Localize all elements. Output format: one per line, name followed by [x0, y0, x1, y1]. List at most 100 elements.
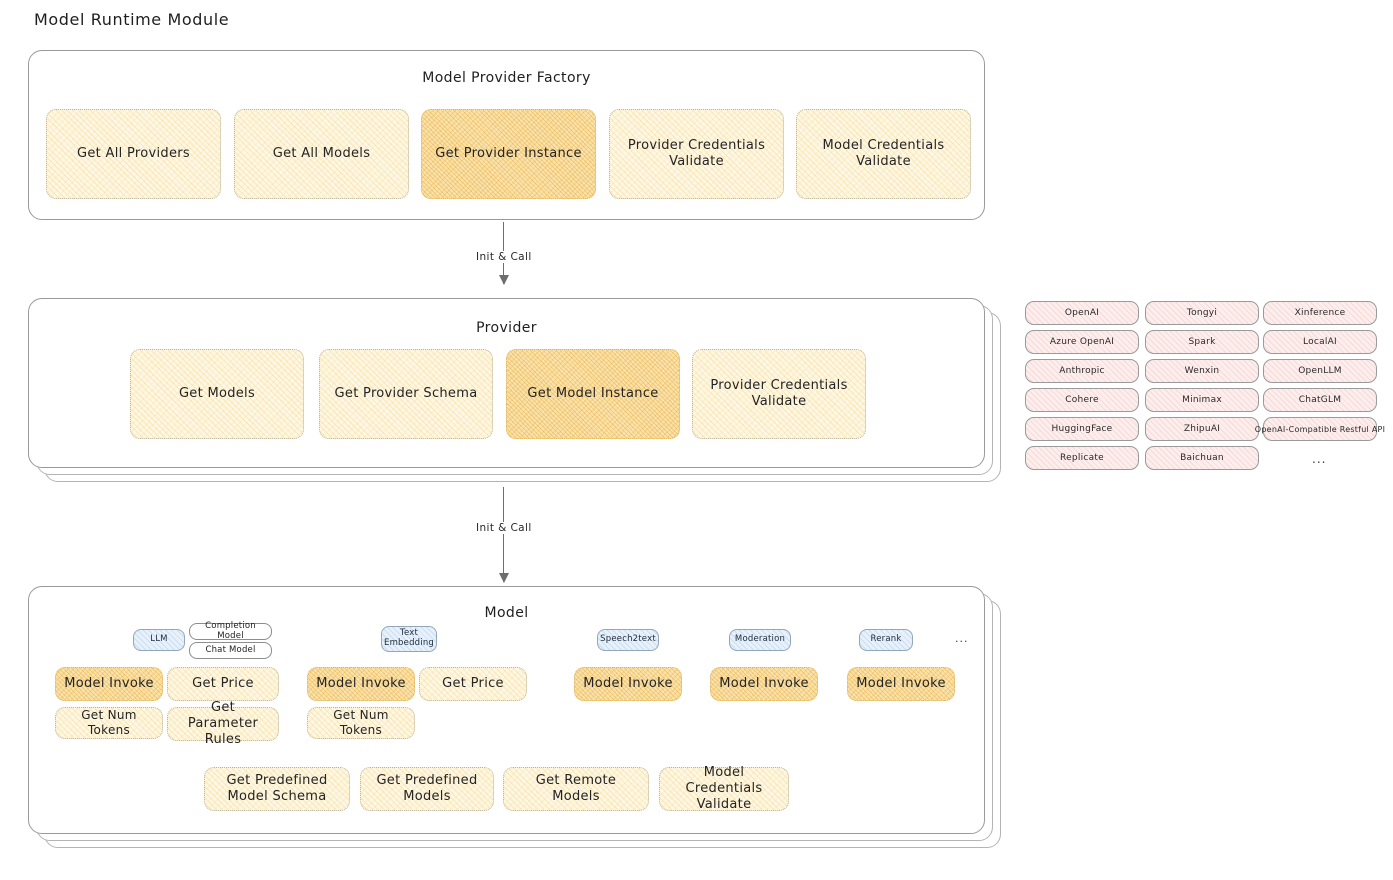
- model-type-ellipsis: ...: [955, 632, 969, 645]
- text-embedding-method-get-num-tokens[interactable]: Get Num Tokens: [307, 707, 415, 739]
- provider-tag-label: HuggingFace: [1051, 424, 1113, 434]
- provider-tag-label: Cohere: [1065, 395, 1099, 405]
- provider-method-label: Get Provider Schema: [334, 385, 478, 401]
- factory-method-label: Provider Credentials Validate: [627, 137, 766, 169]
- llm-method-get-price[interactable]: Get Price: [167, 667, 279, 701]
- model-common-method-label: Get Predefined Model Schema: [226, 772, 328, 804]
- provider-tag-localai[interactable]: LocalAI: [1263, 330, 1377, 354]
- provider-tag-label: Baichuan: [1180, 453, 1224, 463]
- provider-tag-minimax[interactable]: Minimax: [1145, 388, 1259, 412]
- provider-tag-label: Azure OpenAI: [1049, 337, 1115, 347]
- model-subtype-badge-label: Chat Model: [205, 644, 256, 655]
- provider-tag-label: Xinference: [1294, 308, 1346, 318]
- provider-card: Provider Get Models Get Provider Schema …: [28, 298, 985, 468]
- factory-method-get-all-providers[interactable]: Get All Providers: [46, 109, 221, 199]
- provider-tag-ellipsis: ...: [1312, 452, 1327, 466]
- factory-method-provider-credentials-validate[interactable]: Provider Credentials Validate: [609, 109, 784, 199]
- provider-tag-label: Minimax: [1182, 395, 1222, 405]
- provider-tag-label: LocalAI: [1303, 337, 1337, 347]
- model-common-method-get-predefined-models[interactable]: Get Predefined Models: [360, 767, 494, 811]
- provider-tag-label: ZhipuAI: [1183, 424, 1221, 434]
- provider-tag-label: Spark: [1188, 337, 1216, 347]
- model-provider-factory-card: Model Provider Factory Get All Providers…: [28, 50, 985, 220]
- model-common-method-label: Get Remote Models: [535, 772, 617, 804]
- model-subtype-badge-completion-model[interactable]: Completion Model: [189, 620, 272, 641]
- provider-tag-cohere[interactable]: Cohere: [1025, 388, 1139, 412]
- factory-method-label: Model Credentials Validate: [822, 137, 945, 169]
- moderation-method-label: Model Invoke: [719, 675, 809, 691]
- provider-method-label: Get Model Instance: [527, 385, 659, 401]
- model-common-method-model-credentials-validate[interactable]: Model Credentials Validate: [659, 765, 789, 812]
- factory-title: Model Provider Factory: [422, 70, 591, 86]
- model-type-badge-speech2text[interactable]: Speech2text: [597, 629, 659, 651]
- model-type-badge-label: Moderation: [734, 634, 786, 645]
- provider-tag-huggingface[interactable]: HuggingFace: [1025, 417, 1139, 441]
- model-subtype-badge-label: Completion Model: [205, 620, 256, 641]
- provider-tag-label: OpenLLM: [1298, 366, 1342, 376]
- factory-method-label: Get Provider Instance: [435, 145, 582, 161]
- provider-tag-label: OpenAI-Compatible Restful API: [1254, 424, 1386, 434]
- model-subtype-badge-chat-model[interactable]: Chat Model: [189, 642, 272, 659]
- factory-method-label: Get All Providers: [77, 145, 190, 161]
- speech2text-method-label: Model Invoke: [583, 675, 673, 691]
- model-type-badge-label: Text Embedding: [384, 628, 435, 648]
- provider-method-get-models[interactable]: Get Models: [130, 349, 304, 439]
- text-embedding-method-label: Model Invoke: [316, 675, 406, 691]
- provider-tag-baichuan[interactable]: Baichuan: [1145, 446, 1259, 470]
- model-common-method-get-predefined-model-schema[interactable]: Get Predefined Model Schema: [204, 767, 350, 811]
- model-type-badge-label: LLM: [150, 634, 168, 645]
- model-type-badge-rerank[interactable]: Rerank: [859, 629, 913, 651]
- provider-tag-label: OpenAI: [1064, 308, 1100, 318]
- llm-method-model-invoke[interactable]: Model Invoke: [55, 667, 163, 701]
- llm-method-label: Get Num Tokens: [81, 708, 137, 737]
- arrow-shaft: [503, 487, 505, 582]
- provider-tag-chatglm[interactable]: ChatGLM: [1263, 388, 1377, 412]
- provider-tag-tongyi[interactable]: Tongyi: [1145, 301, 1259, 325]
- provider-tag-openllm[interactable]: OpenLLM: [1263, 359, 1377, 383]
- provider-method-get-model-instance[interactable]: Get Model Instance: [506, 349, 680, 439]
- rerank-method-model-invoke[interactable]: Model Invoke: [847, 667, 955, 701]
- text-embedding-method-get-price[interactable]: Get Price: [419, 667, 527, 701]
- provider-tag-label: Replicate: [1060, 453, 1104, 463]
- provider-method-provider-credentials-validate[interactable]: Provider Credentials Validate: [692, 349, 866, 439]
- provider-tag-spark[interactable]: Spark: [1145, 330, 1259, 354]
- provider-method-label: Provider Credentials Validate: [710, 377, 848, 409]
- arrow-label-init-call-1: Init & Call: [472, 251, 536, 263]
- provider-tag-openai[interactable]: OpenAI: [1025, 301, 1139, 325]
- provider-tag-label: Tongyi: [1186, 308, 1218, 318]
- provider-tag-wenxin[interactable]: Wenxin: [1145, 359, 1259, 383]
- llm-method-label: Model Invoke: [64, 675, 154, 691]
- factory-method-get-provider-instance[interactable]: Get Provider Instance: [421, 109, 596, 199]
- moderation-method-model-invoke[interactable]: Model Invoke: [710, 667, 818, 701]
- provider-tag-label: Wenxin: [1184, 366, 1220, 376]
- provider-tag-label: ChatGLM: [1298, 395, 1342, 405]
- page-title: Model Runtime Module: [34, 10, 230, 29]
- model-type-badge-llm[interactable]: LLM: [133, 629, 185, 651]
- provider-title: Provider: [476, 320, 537, 336]
- provider-tag-openai-compatible-restful-api[interactable]: OpenAI-Compatible Restful API: [1255, 417, 1385, 441]
- text-embedding-method-label: Get Num Tokens: [333, 708, 389, 737]
- text-embedding-method-label: Get Price: [442, 675, 504, 691]
- arrow-head-icon: [498, 573, 509, 583]
- factory-method-get-all-models[interactable]: Get All Models: [234, 109, 409, 199]
- arrow-head-icon: [498, 275, 509, 285]
- model-type-badge-text-embedding[interactable]: Text Embedding: [381, 626, 437, 652]
- provider-method-get-provider-schema[interactable]: Get Provider Schema: [319, 349, 493, 439]
- provider-tag-zhipuai[interactable]: ZhipuAI: [1145, 417, 1259, 441]
- llm-method-get-num-tokens[interactable]: Get Num Tokens: [55, 707, 163, 739]
- model-type-badge-moderation[interactable]: Moderation: [729, 629, 791, 651]
- provider-tag-anthropic[interactable]: Anthropic: [1025, 359, 1139, 383]
- model-title: Model: [484, 605, 529, 621]
- model-type-badge-label: Rerank: [870, 634, 902, 645]
- provider-tag-xinference[interactable]: Xinference: [1263, 301, 1377, 325]
- provider-tag-azure-openai[interactable]: Azure OpenAI: [1025, 330, 1139, 354]
- speech2text-method-model-invoke[interactable]: Model Invoke: [574, 667, 682, 701]
- factory-method-label: Get All Models: [272, 145, 371, 161]
- provider-method-label: Get Models: [178, 385, 256, 401]
- llm-method-get-parameter-rules[interactable]: Get Parameter Rules: [167, 700, 279, 747]
- provider-tag-replicate[interactable]: Replicate: [1025, 446, 1139, 470]
- text-embedding-method-model-invoke[interactable]: Model Invoke: [307, 667, 415, 701]
- model-common-method-get-remote-models[interactable]: Get Remote Models: [503, 767, 649, 811]
- model-card: Model LLM Completion Model Chat Model Mo…: [28, 586, 985, 834]
- factory-method-model-credentials-validate[interactable]: Model Credentials Validate: [796, 109, 971, 199]
